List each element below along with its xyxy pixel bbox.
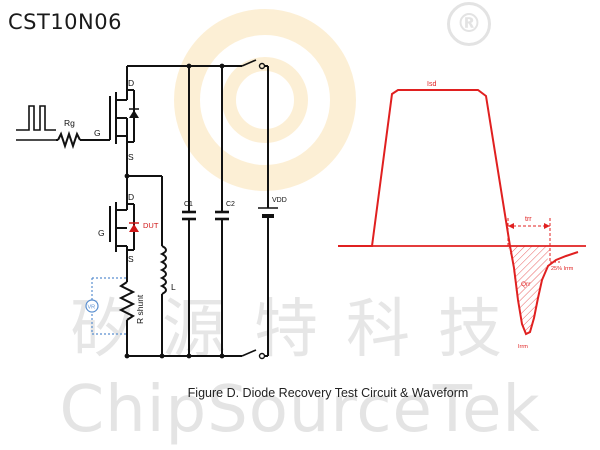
trr-label: trr: [525, 216, 532, 223]
dut-mosfet: [109, 196, 139, 262]
qrr-area: [508, 246, 550, 334]
irrm-label: Irrm: [518, 344, 528, 350]
qrr-label: Qrr: [521, 281, 531, 288]
drain-label-top: D: [128, 78, 134, 88]
inductor-label: L: [171, 282, 176, 292]
figure-caption: Figure D. Diode Recovery Test Circuit & …: [187, 386, 469, 400]
part-number: CST10N06: [8, 10, 122, 34]
logo-watermark: [174, 9, 356, 191]
pulse-source-symbol: [16, 105, 56, 131]
gate-resistor: [57, 130, 81, 150]
pct-irrm-label: 25% Irrm: [551, 266, 574, 272]
rg-label: Rg: [64, 118, 75, 128]
source-label-dut: S: [128, 254, 134, 264]
shunt-resistor: [118, 281, 136, 321]
source-label-top: S: [128, 152, 134, 162]
top-mosfet: [109, 66, 139, 148]
recovery-waveform: [338, 89, 586, 336]
test-circuit: [16, 59, 278, 360]
current-trace: [338, 89, 579, 336]
isd-label: Isd: [427, 81, 436, 88]
shunt-label: R shunt: [135, 294, 145, 324]
meter-label: VR: [88, 305, 96, 311]
dut-label: DUT: [143, 221, 159, 230]
registered-mark: ®: [447, 2, 491, 46]
c1-label: C1: [184, 201, 193, 208]
watermark-english: ChipSourceTek: [59, 373, 541, 447]
drain-label-dut: D: [128, 192, 134, 202]
gate-label-dut: G: [98, 228, 105, 238]
vdd-label: VDD: [272, 197, 287, 204]
inductor-coil: [159, 245, 167, 295]
watermark-chinese: 矽源特科技: [70, 293, 530, 367]
c2-label: C2: [226, 201, 235, 208]
gate-label-top: G: [94, 128, 101, 138]
voltmeter: [85, 277, 127, 335]
